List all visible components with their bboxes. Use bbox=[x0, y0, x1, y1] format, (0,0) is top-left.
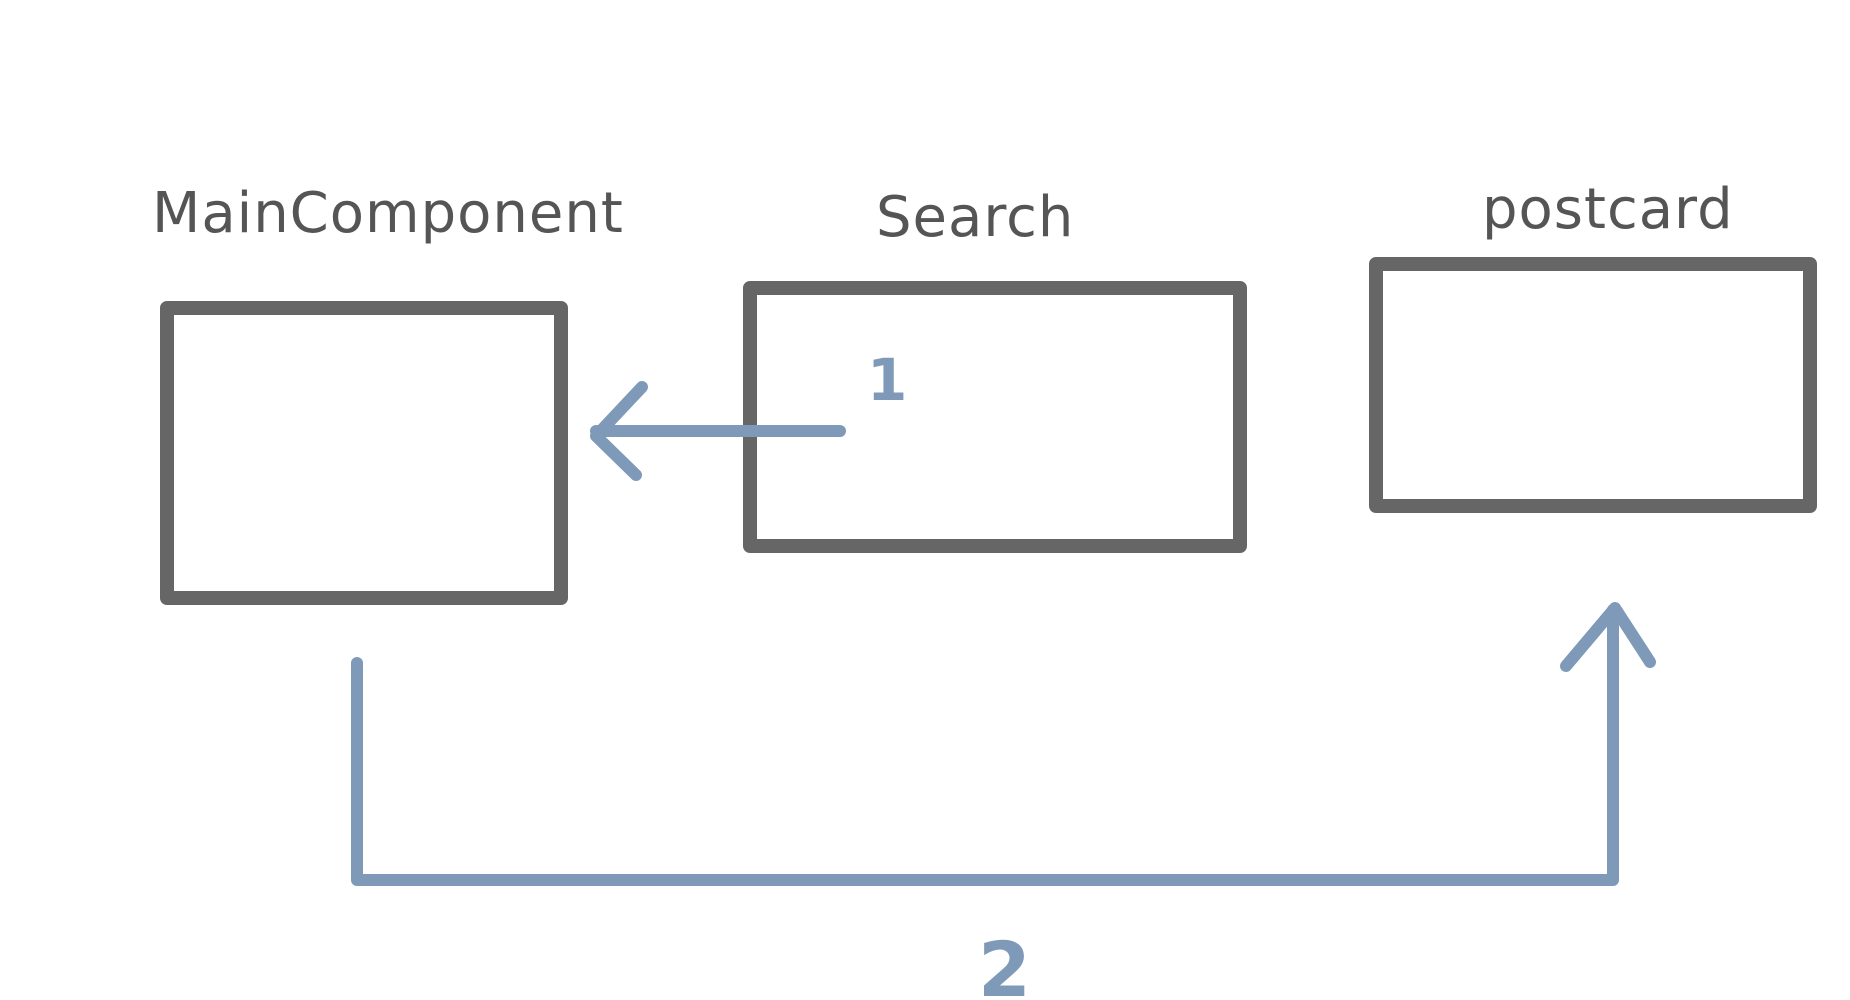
node-label-main-component: MainComponent bbox=[152, 181, 624, 246]
arrowhead-main-icon bbox=[590, 381, 648, 481]
node-search: Search bbox=[743, 185, 1247, 553]
arrowhead-postcard-icon bbox=[1560, 602, 1656, 672]
arrow-line-main-to-postcard bbox=[351, 604, 1619, 886]
node-label-search: Search bbox=[876, 185, 1074, 250]
node-label-postcard: postcard bbox=[1482, 177, 1734, 242]
node-box-postcard bbox=[1369, 257, 1817, 513]
node-main-component: MainComponent bbox=[152, 181, 624, 605]
node-postcard: postcard bbox=[1369, 177, 1817, 513]
step-label-1: 1 bbox=[867, 346, 907, 414]
node-box-search bbox=[743, 281, 1247, 553]
edge-search-to-main: 1 bbox=[590, 346, 907, 481]
step-label-2: 2 bbox=[978, 925, 1031, 1000]
node-box-main-component bbox=[160, 301, 568, 605]
edge-main-to-postcard: 2 bbox=[351, 602, 1656, 1000]
